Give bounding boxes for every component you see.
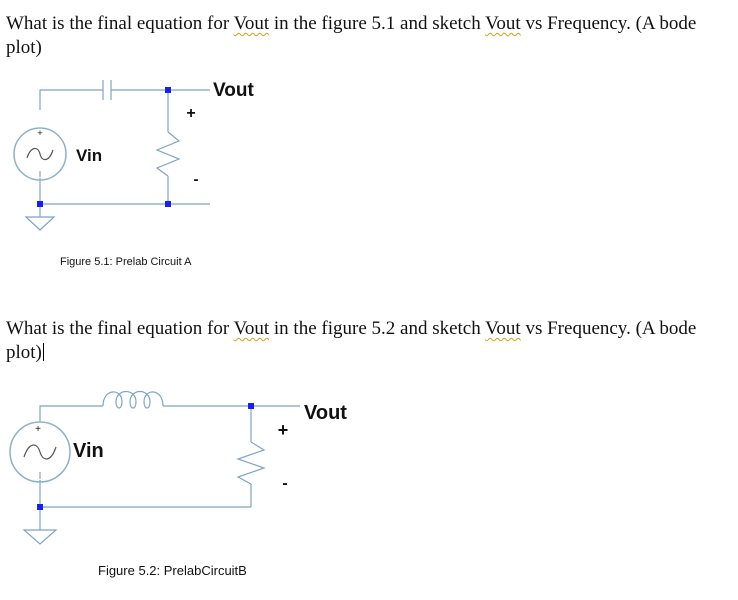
figure-caption: Figure 5.1: Prelab Circuit A: [60, 256, 192, 268]
question-5-1: What is the final equation for Vout in t…: [6, 12, 731, 60]
vout-label: Vout: [304, 402, 347, 424]
question-text: What is the final equation for: [6, 318, 234, 339]
plus-terminal: +: [278, 420, 289, 440]
question-text: vs Frequency. (A bode plot): [6, 13, 697, 58]
spellcheck-word: Vout: [485, 13, 521, 34]
circuit-wires: [24, 80, 210, 231]
source-label: Vin: [76, 146, 102, 165]
spellcheck-word: Vout: [233, 318, 270, 339]
text-cursor: [42, 343, 44, 361]
figure-caption: Figure 5.2: PrelabCircuitB: [98, 563, 247, 578]
node-marker: [37, 201, 43, 207]
question-text: in the figure 5.2 and sketch: [269, 318, 486, 339]
spellcheck-word: Vout: [233, 13, 270, 34]
svg-text:+: +: [37, 128, 42, 138]
question-5-2: What is the final equation for Vout in t…: [6, 317, 731, 365]
question-text: What is the final equation for: [6, 13, 234, 34]
node-marker: [37, 504, 43, 510]
minus-terminal: -: [282, 475, 287, 492]
svg-text:+: +: [35, 424, 41, 435]
node-marker: [165, 87, 171, 93]
plus-terminal: +: [186, 105, 195, 122]
minus-terminal: -: [194, 171, 199, 188]
question-text: vs Frequency. (A bode plot): [6, 318, 697, 363]
voltage-source-icon: +: [9, 421, 71, 483]
node-marker: [165, 201, 171, 207]
source-label: Vin: [73, 440, 104, 462]
vout-label: Vout: [213, 80, 254, 101]
node-marker: [248, 403, 254, 409]
question-text: in the figure 5.1 and sketch: [269, 13, 486, 34]
voltage-source-icon: +: [13, 127, 67, 181]
figure-5-2-circuit: + Vin Vout + - Figure 5.2: PrelabCircuit…: [9, 390, 347, 578]
figure-5-1-circuit: + Vin Vout + - Figure 5.1: Prelab Circui…: [13, 80, 254, 268]
spellcheck-word: Vout: [485, 318, 521, 339]
